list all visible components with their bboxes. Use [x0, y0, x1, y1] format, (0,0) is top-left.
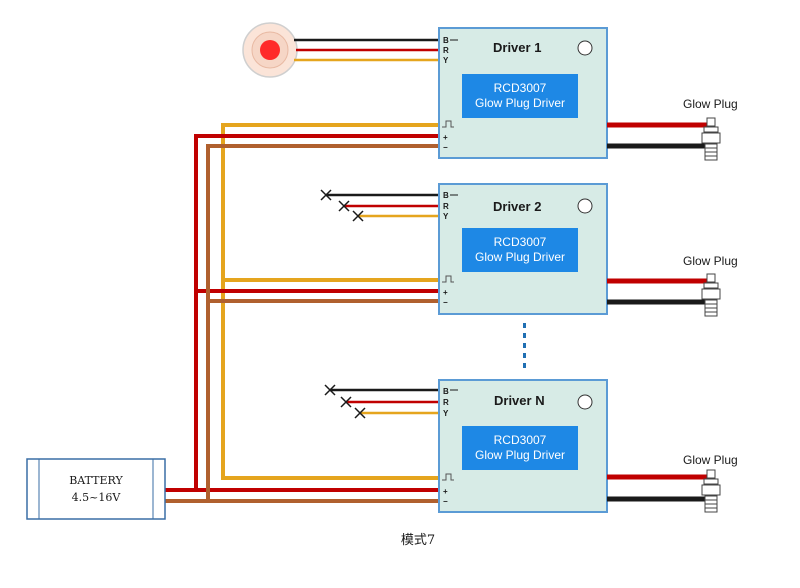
pin-y-label: Y — [443, 56, 449, 65]
glow-plug-label: Glow Plug — [683, 254, 738, 268]
brown-bus-wire — [165, 144, 439, 503]
pin-r-label: R — [443, 202, 449, 211]
battery: BATTERY 4.5~16V — [26, 458, 166, 520]
pin-r-label: R — [443, 46, 449, 55]
driver-title: Driver N — [494, 393, 545, 408]
chip-description: Glow Plug Driver — [475, 250, 565, 264]
status-led-circle-icon — [577, 40, 593, 56]
glow-plug-icon — [701, 469, 721, 513]
pulse-symbol-icon — [442, 120, 454, 128]
glow-plug-label: Glow Plug — [683, 453, 738, 467]
driver1-signal-wires — [294, 38, 439, 62]
status-led-circle-icon — [577, 394, 593, 410]
chip-model: RCD3007 — [494, 433, 547, 447]
driver-board-2: Driver 2 RCD3007 Glow Plug Driver B R Y … — [438, 183, 608, 315]
pin-r-label: R — [443, 398, 449, 407]
plus-pin-label: + — [443, 487, 448, 496]
chip — [462, 228, 578, 272]
pin-y-label: Y — [443, 212, 449, 221]
cut-wire-x-icon — [320, 189, 364, 222]
plus-pin-label: + — [443, 133, 448, 142]
glow-plug-output-n: Glow Plug — [607, 453, 738, 513]
chip — [462, 74, 578, 118]
chip-description: Glow Plug Driver — [475, 96, 565, 110]
receiver-led-icon — [242, 22, 298, 78]
driver-board-1: Driver 1 RCD3007 Glow Plug Driver B R Y … — [438, 27, 608, 159]
pulse-symbol-icon — [442, 275, 454, 283]
glow-plug-output-1: Glow Plug — [607, 97, 738, 161]
diagram-caption: 模式7 — [401, 533, 435, 548]
glow-plug-label: Glow Plug — [683, 97, 738, 111]
battery-voltage: 4.5~16V — [72, 491, 122, 504]
driver-title: Driver 2 — [493, 199, 541, 214]
cut-wire-x-icon — [324, 384, 366, 419]
driverN-signal-wires — [330, 388, 439, 415]
driver2-signal-wires — [326, 193, 439, 218]
pin-b-label: B — [443, 191, 449, 200]
glow-plug-output-2: Glow Plug — [607, 254, 738, 317]
plus-pin-label: + — [443, 288, 448, 297]
chip — [462, 426, 578, 470]
chip-model: RCD3007 — [494, 81, 547, 95]
continuation-dots — [523, 323, 526, 368]
glow-plug-icon — [701, 273, 721, 317]
minus-pin-label: − — [443, 497, 448, 506]
power-bus — [165, 123, 439, 503]
chip-model: RCD3007 — [494, 235, 547, 249]
chip-description: Glow Plug Driver — [475, 448, 565, 462]
pulse-symbol-icon — [442, 473, 454, 481]
driver-board-n: Driver N RCD3007 Glow Plug Driver B R Y … — [438, 379, 608, 513]
minus-pin-label: − — [443, 143, 448, 152]
pin-b-label: B — [443, 387, 449, 396]
red-bus-wire — [165, 134, 439, 492]
driver-title: Driver 1 — [493, 40, 541, 55]
glow-plug-icon — [701, 117, 721, 161]
battery-label: BATTERY — [69, 474, 123, 487]
pin-b-label: B — [443, 36, 449, 45]
status-led-circle-icon — [577, 198, 593, 214]
pin-y-label: Y — [443, 409, 449, 418]
minus-pin-label: − — [443, 298, 448, 307]
